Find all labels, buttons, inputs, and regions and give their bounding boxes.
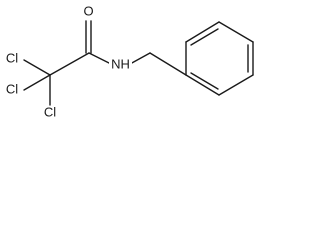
carbonyl-to-nitrogen-bond (88, 52, 112, 65)
carbonyl-to-trichloromethyl-bond (49, 52, 90, 76)
chlorine-2-atom-label: Cl (6, 81, 18, 96)
nitrogen-label-background (109, 58, 132, 72)
ring-inner-double-bond-1 (190, 28, 219, 46)
carbon-chlorine-bond-2 (23, 74, 51, 91)
ring-bond-2 (185, 21, 220, 43)
ring-bond-6 (185, 74, 220, 96)
chlorine-1-atom-label: Cl (6, 50, 18, 65)
methylene-to-ring-bond (149, 52, 187, 76)
chlorine-2-label-background (2, 83, 22, 97)
ring-bond-3 (218, 21, 254, 43)
oxygen-atom-label: O (83, 3, 93, 18)
carbon-chlorine-bond-1 (23, 59, 51, 76)
chemical-structure-diagram: O NH Cl Cl Cl (2, 3, 254, 120)
atom-labels: O NH Cl Cl Cl (2, 3, 132, 120)
ring-inner-double-bond-3 (190, 72, 219, 90)
oxygen-label-background (81, 5, 96, 19)
chlorine-1-label-background (2, 52, 22, 66)
nitrogen-to-methylene-bond (129, 52, 151, 65)
nitrogen-hydrogen-atom-label: NH (111, 56, 130, 71)
chlorine-3-atom-label: Cl (44, 104, 56, 119)
bonds (23, 20, 254, 106)
ring-bond-5 (218, 74, 254, 96)
chlorine-3-label-background (40, 106, 60, 120)
